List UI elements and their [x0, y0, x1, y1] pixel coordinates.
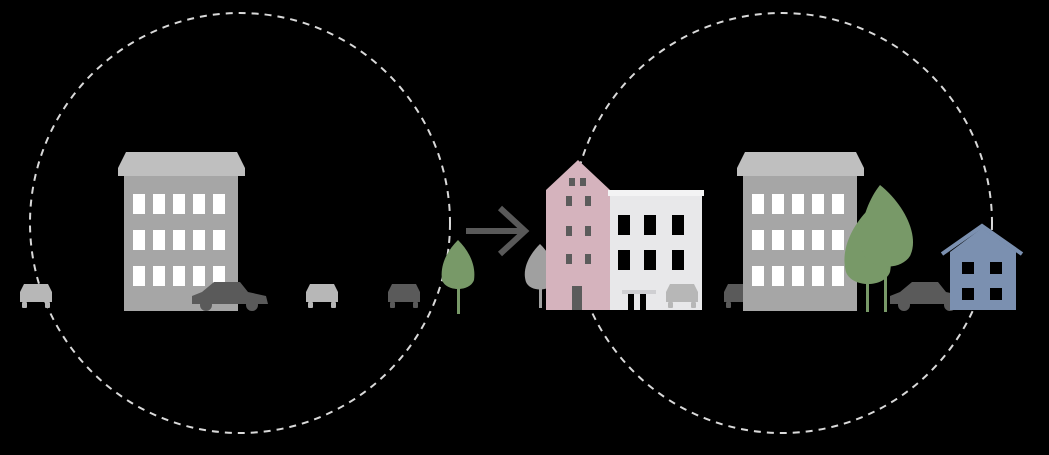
car-front-icon: [20, 284, 52, 308]
apartment-block-left: [118, 152, 245, 311]
small-tree-icon: [441, 240, 475, 314]
blue-house: [940, 223, 1024, 310]
before-circle: [29, 12, 451, 434]
right-arrow-icon: [466, 205, 530, 257]
pink-gabled-house: [546, 160, 610, 310]
before-panel: [20, 12, 475, 434]
car-front-icon: [388, 284, 420, 308]
large-trees-icon: [844, 185, 914, 312]
white-building: [608, 190, 704, 310]
car-front-icon: [306, 284, 338, 308]
after-circle: [571, 12, 993, 434]
apartment-block-right: [737, 152, 864, 311]
apartment-windows: [133, 194, 225, 286]
after-panel: [524, 12, 1024, 434]
